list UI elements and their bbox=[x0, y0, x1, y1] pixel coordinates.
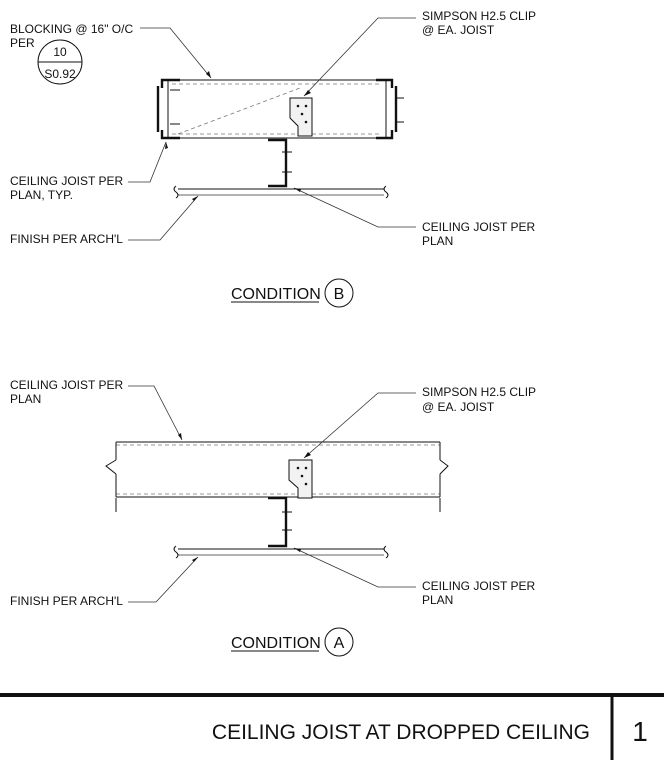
reference-sheet-number: S0.92 bbox=[44, 67, 76, 81]
main-ceiling-joist-a bbox=[105, 441, 449, 512]
ceiling-joist-left-a-line2: PLAN bbox=[10, 392, 41, 406]
clip-leader-a bbox=[303, 392, 416, 459]
ceiling-joist-right-b-line1: CEILING JOIST PER bbox=[422, 220, 535, 234]
ceiling-joist-right-a-line2: PLAN bbox=[422, 593, 453, 607]
clip-leader-b bbox=[303, 17, 416, 97]
dropped-ceiling-joist-a bbox=[268, 496, 292, 548]
condition-a-detail: CEILING JOIST PER PLAN bbox=[10, 378, 536, 657]
condition-a-circle bbox=[324, 627, 354, 657]
condition-b-detail: BLOCKING @ 16" O/C PER 10 S0.92 bbox=[10, 9, 536, 308]
finish-line-a bbox=[173, 545, 389, 559]
condition-b-circle bbox=[324, 278, 354, 308]
clip-label-b-line1: SIMPSON H2.5 CLIP bbox=[422, 9, 536, 23]
simpson-clip-a bbox=[288, 459, 313, 499]
blocking-label-line2: PER bbox=[10, 36, 35, 50]
condition-b-letter: B bbox=[334, 286, 345, 303]
ceiling-joist-right-b-line2: PLAN bbox=[422, 234, 453, 248]
finish-leader-b bbox=[128, 195, 199, 241]
ceiling-joist-right-leader-a bbox=[293, 547, 416, 588]
detail-reference-bubble[interactable]: 10 S0.92 bbox=[37, 39, 83, 85]
reference-detail-number: 10 bbox=[53, 45, 67, 59]
left-joist-channel bbox=[156, 78, 180, 140]
ceiling-joist-right-leader-b bbox=[293, 187, 416, 228]
title-block: CEILING JOIST AT DROPPED CEILING 1 bbox=[0, 693, 664, 760]
ceiling-joist-typ-leader bbox=[128, 141, 167, 183]
blocking-leader bbox=[140, 27, 212, 79]
blocking-leader-arrow bbox=[206, 71, 211, 78]
condition-a-letter: A bbox=[334, 635, 345, 652]
ceiling-joist-left-a-line1: CEILING JOIST PER bbox=[10, 378, 123, 392]
condition-b-title: CONDITION bbox=[231, 286, 321, 303]
finish-leader-a bbox=[128, 556, 199, 603]
ceiling-joist-right-a-line1: CEILING JOIST PER bbox=[422, 579, 535, 593]
right-joist-channel bbox=[376, 78, 404, 140]
blocking-member bbox=[167, 79, 387, 139]
clip-label-a-line1: SIMPSON H2.5 CLIP bbox=[422, 385, 536, 399]
clip-label-b-line2: @ EA. JOIST bbox=[422, 23, 495, 37]
detail-title: CEILING JOIST AT DROPPED CEILING bbox=[212, 721, 590, 744]
simpson-clip-b bbox=[289, 97, 313, 137]
finish-label-b: FINISH PER ARCH'L bbox=[10, 232, 123, 246]
finish-line-b bbox=[173, 185, 389, 199]
clip-label-a-line2: @ EA. JOIST bbox=[422, 400, 495, 414]
ceiling-joist-typ-line2: PLAN, TYP. bbox=[10, 188, 73, 202]
condition-a-title: CONDITION bbox=[231, 635, 321, 652]
finish-label-a: FINISH PER ARCH'L bbox=[10, 594, 123, 608]
ceiling-joist-left-leader-a bbox=[128, 385, 183, 441]
detail-number: 1 bbox=[632, 716, 648, 747]
blocking-label-line1: BLOCKING @ 16" O/C bbox=[10, 22, 133, 36]
ceiling-joist-typ-line1: CEILING JOIST PER bbox=[10, 174, 123, 188]
dropped-ceiling-joist-b bbox=[268, 138, 292, 188]
